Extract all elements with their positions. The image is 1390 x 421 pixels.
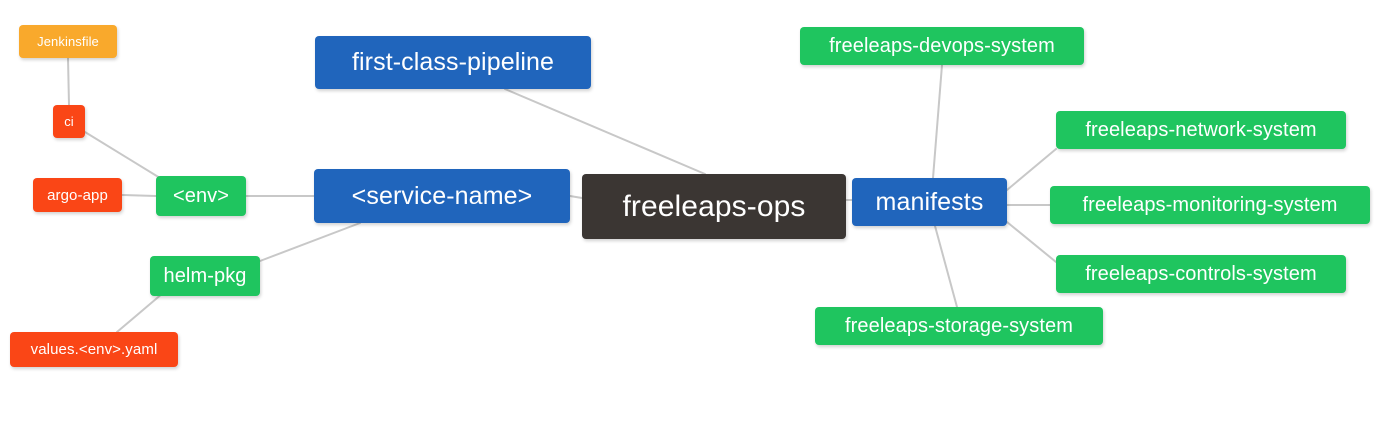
node-ci[interactable]: ci <box>53 105 85 138</box>
node-first-class[interactable]: first-class-pipeline <box>315 36 591 89</box>
edge-argo-app-to-env <box>121 194 157 197</box>
node-env[interactable]: <env> <box>156 176 246 216</box>
edge-manifests-to-devops-system <box>932 64 943 179</box>
node-network-system[interactable]: freeleaps-network-system <box>1056 111 1346 149</box>
edge-ci-to-env <box>84 131 161 179</box>
node-monitoring-system[interactable]: freeleaps-monitoring-system <box>1050 186 1370 224</box>
edge-manifests-to-controls-system <box>1006 221 1057 263</box>
node-jenkinsfile[interactable]: Jenkinsfile <box>19 25 117 58</box>
node-service-name[interactable]: <service-name> <box>314 169 570 223</box>
node-storage-system[interactable]: freeleaps-storage-system <box>815 307 1103 345</box>
node-values-yaml[interactable]: values.<env>.yaml <box>10 332 178 367</box>
edge-service-name-to-helm-pkg <box>259 222 361 262</box>
node-freeleaps-ops[interactable]: freeleaps-ops <box>582 174 846 239</box>
node-manifests[interactable]: manifests <box>852 178 1007 226</box>
node-devops-system[interactable]: freeleaps-devops-system <box>800 27 1084 65</box>
edge-manifests-to-storage-system <box>934 225 958 308</box>
node-helm-pkg[interactable]: helm-pkg <box>150 256 260 296</box>
edge-first-class-to-freeleaps-ops <box>504 88 706 175</box>
edge-helm-pkg-to-values-yaml <box>116 292 164 333</box>
edge-service-name-to-freeleaps-ops <box>569 195 583 199</box>
edge-manifests-to-network-system <box>1006 148 1057 191</box>
node-controls-system[interactable]: freeleaps-controls-system <box>1056 255 1346 293</box>
edge-jenkinsfile-to-ci <box>67 57 70 106</box>
node-argo-app[interactable]: argo-app <box>33 178 122 212</box>
